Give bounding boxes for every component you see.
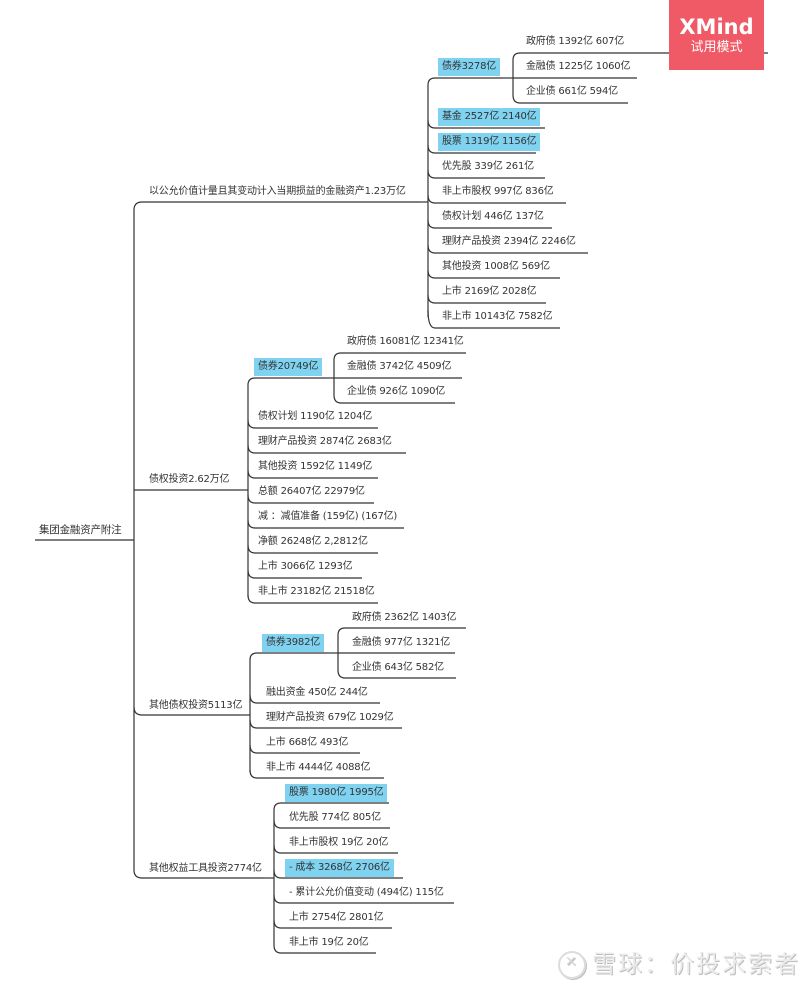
debt-listed[interactable]: 上市 3066亿 1293亿 — [258, 561, 353, 572]
xmind-subtitle: 试用模式 — [690, 40, 743, 55]
debt-debt-plan[interactable]: 债权计划 1190亿 1204亿 — [258, 411, 373, 422]
branch-fvtpl[interactable]: 以公允价值计量且其变动计入当期损益的金融资产1.23万亿 — [149, 186, 406, 197]
other-debt-listed[interactable]: 上市 668亿 493亿 — [266, 737, 349, 748]
fvtpl-funds[interactable]: 基金 2527亿 2140亿 — [438, 108, 541, 126]
equity-fair-value-change[interactable]: - 累计公允价值变动 (494亿) 115亿 — [289, 887, 444, 898]
snowball-logo-icon — [558, 951, 586, 979]
other-debt-wealth-products[interactable]: 理财产品投资 679亿 1029亿 — [266, 712, 394, 723]
watermark-text: 雪球：价投求索者 — [592, 950, 800, 978]
debt-bonds[interactable]: 债券20749亿 — [254, 358, 323, 376]
fvtpl-stocks[interactable]: 股票 1319亿 1156亿 — [438, 133, 541, 151]
debt-net[interactable]: 净额 26248亿 2,2812亿 — [258, 536, 368, 547]
fvtpl-wealth-products[interactable]: 理财产品投资 2394亿 2246亿 — [442, 236, 576, 247]
equity-preferred[interactable]: 优先股 774亿 805亿 — [289, 812, 381, 823]
other-debt-bonds[interactable]: 债券3982亿 — [262, 634, 325, 652]
equity-cost[interactable]: - 成本 3268亿 2706亿 — [285, 859, 394, 877]
branch-other-debt-investment[interactable]: 其他债权投资5113亿 — [149, 700, 243, 711]
other-debt-margin-lending[interactable]: 融出资金 450亿 244亿 — [266, 687, 368, 698]
branch-other-equity-investment[interactable]: 其他权益工具投资2774亿 — [149, 863, 262, 874]
snowball-watermark: 雪球：价投求索者 — [558, 944, 800, 979]
equity-unlisted[interactable]: 非上市 19亿 20亿 — [289, 937, 369, 948]
fvtpl-bonds-fin[interactable]: 金融债 1225亿 1060亿 — [526, 61, 631, 72]
fvtpl-preferred[interactable]: 优先股 339亿 261亿 — [442, 161, 534, 172]
fvtpl-listed[interactable]: 上市 2169亿 2028亿 — [442, 286, 537, 297]
debt-bonds-gov[interactable]: 政府债 16081亿 12341亿 — [347, 336, 464, 347]
debt-bonds-fin[interactable]: 金融债 3742亿 4509亿 — [347, 361, 452, 372]
equity-listed[interactable]: 上市 2754亿 2801亿 — [289, 912, 384, 923]
debt-wealth-products[interactable]: 理财产品投资 2874亿 2683亿 — [258, 436, 392, 447]
xmind-trial-badge: XMind 试用模式 — [669, 0, 764, 70]
fvtpl-debt-plan[interactable]: 债权计划 446亿 137亿 — [442, 211, 544, 222]
debt-other[interactable]: 其他投资 1592亿 1149亿 — [258, 461, 373, 472]
fvtpl-bonds-gov[interactable]: 政府债 1392亿 607亿 — [526, 36, 625, 47]
debt-bonds-corp[interactable]: 企业债 926亿 1090亿 — [347, 386, 446, 397]
fvtpl-bonds-corp[interactable]: 企业债 661亿 594亿 — [526, 86, 618, 97]
root-node[interactable]: 集团金融资产附注 — [39, 524, 122, 536]
debt-unlisted[interactable]: 非上市 23182亿 21518亿 — [258, 586, 375, 597]
equity-unlisted-equity[interactable]: 非上市股权 19亿 20亿 — [289, 837, 389, 848]
debt-total[interactable]: 总额 26407亿 22979亿 — [258, 486, 365, 497]
fvtpl-bonds[interactable]: 债券3278亿 — [438, 58, 501, 76]
other-debt-bonds-corp[interactable]: 企业债 643亿 582亿 — [352, 662, 444, 673]
other-debt-unlisted[interactable]: 非上市 4444亿 4088亿 — [266, 762, 371, 773]
xmind-title: XMind — [679, 15, 754, 39]
other-debt-bonds-fin[interactable]: 金融债 977亿 1321亿 — [352, 637, 451, 648]
debt-impairment[interactable]: 减 ：减值准备 (159亿) (167亿) — [258, 511, 398, 522]
equity-stocks[interactable]: 股票 1980亿 1995亿 — [285, 784, 388, 802]
other-debt-bonds-gov[interactable]: 政府债 2362亿 1403亿 — [352, 612, 457, 623]
branch-debt-investment[interactable]: 债权投资2.62万亿 — [149, 474, 230, 485]
fvtpl-other[interactable]: 其他投资 1008亿 569亿 — [442, 261, 550, 272]
fvtpl-unlisted[interactable]: 非上市 10143亿 7582亿 — [442, 311, 553, 322]
fvtpl-unlisted-equity[interactable]: 非上市股权 997亿 836亿 — [442, 186, 554, 197]
